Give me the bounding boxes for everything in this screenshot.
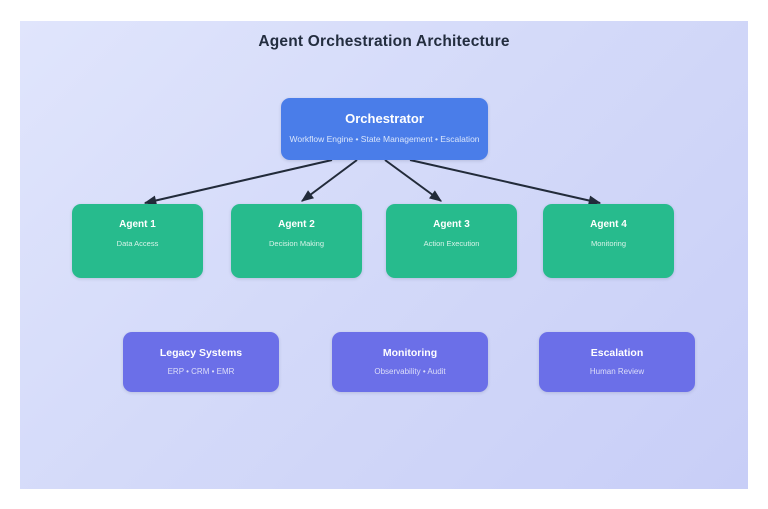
agent-2-title: Agent 2 xyxy=(278,219,315,230)
arrow-orchestrator-to-agent-2 xyxy=(300,159,358,202)
node-agent-4: Agent 4 Monitoring xyxy=(543,204,674,278)
diagram-canvas: Agent Orchestration Architecture Orchest… xyxy=(20,21,748,489)
node-monitoring: Monitoring Observability • Audit xyxy=(332,332,488,392)
node-escalation: Escalation Human Review xyxy=(539,332,695,392)
legacy-systems-title: Legacy Systems xyxy=(159,347,243,359)
node-agent-2: Agent 2 Decision Making xyxy=(231,204,362,278)
agent-4-title: Agent 4 xyxy=(590,219,627,230)
node-agent-3: Agent 3 Action Execution xyxy=(386,204,517,278)
monitoring-title: Monitoring xyxy=(382,347,438,359)
arrow-orchestrator-to-agent-3 xyxy=(384,159,443,202)
agent-3-subtitle: Action Execution xyxy=(423,239,480,248)
monitoring-subtitle: Observability • Audit xyxy=(374,367,446,376)
escalation-title: Escalation xyxy=(590,347,644,359)
arrow-orchestrator-to-agent-1 xyxy=(143,159,333,206)
agent-1-subtitle: Data Access xyxy=(116,239,159,248)
node-agent-1: Agent 1 Data Access xyxy=(72,204,203,278)
arrow-orchestrator-to-agent-4 xyxy=(409,159,602,206)
orchestrator-subtitle: Workflow Engine • State Management • Esc… xyxy=(289,134,480,144)
agent-2-subtitle: Decision Making xyxy=(268,239,325,248)
agent-1-title: Agent 1 xyxy=(119,219,156,230)
node-orchestrator: Orchestrator Workflow Engine • State Man… xyxy=(281,98,488,160)
node-legacy-systems: Legacy Systems ERP • CRM • EMR xyxy=(123,332,279,392)
escalation-subtitle: Human Review xyxy=(589,367,645,376)
diagram-title: Agent Orchestration Architecture xyxy=(258,33,510,50)
legacy-systems-subtitle: ERP • CRM • EMR xyxy=(167,367,235,376)
agent-4-subtitle: Monitoring xyxy=(590,239,627,248)
orchestrator-title: Orchestrator xyxy=(345,111,424,126)
agent-3-title: Agent 3 xyxy=(433,219,470,230)
